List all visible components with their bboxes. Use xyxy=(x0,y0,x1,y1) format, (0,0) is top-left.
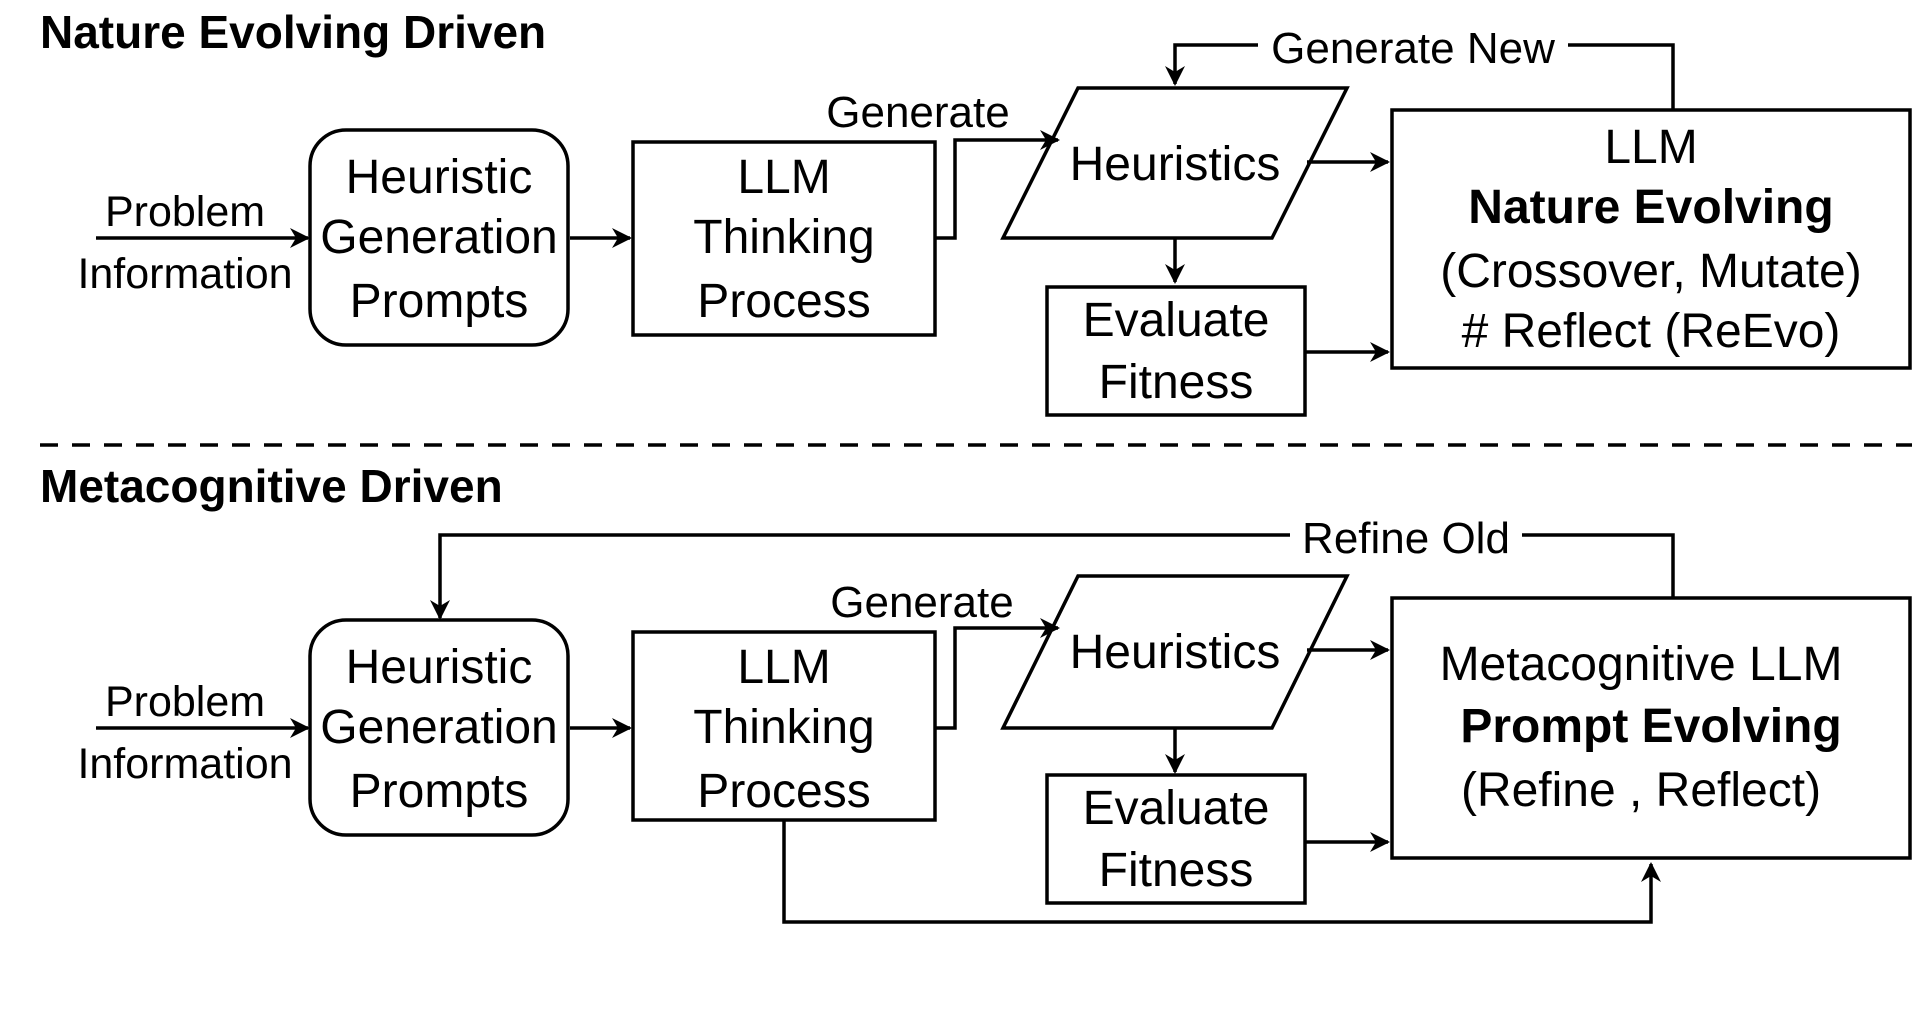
evolve-box-line2: Nature Evolving xyxy=(1468,181,1833,234)
metacognitive-panel: Metacognitive Driven Refine Old Problem … xyxy=(40,460,1912,924)
llm-box-line1: LLM xyxy=(737,151,830,204)
refine-old-loop-arrow xyxy=(430,533,1675,620)
prompts-box-line1: Heuristic xyxy=(346,151,533,204)
prompts-box-line2: Generation xyxy=(320,701,558,754)
evaluate-fitness-box xyxy=(1045,773,1307,905)
problem-information-label-line1: Problem xyxy=(105,678,265,726)
heuristics-label: Heuristics xyxy=(1070,138,1281,191)
heuristics-box xyxy=(1000,574,1350,730)
evolve-box-line2: Prompt Evolving xyxy=(1460,700,1841,753)
prompts-box-line3: Prompts xyxy=(350,275,529,328)
problem-information-label-line1: Problem xyxy=(105,188,265,236)
nature-evolving-heading: Nature Evolving Driven xyxy=(40,6,546,58)
nature-evolving-panel: Nature Evolving Driven Problem Informati… xyxy=(40,6,1912,417)
llm-box-line1: LLM xyxy=(737,641,830,694)
llm-box-line2: Thinking xyxy=(693,211,874,264)
generate-arrow xyxy=(935,618,1060,730)
evaluate-box-line2: Fitness xyxy=(1099,844,1254,897)
evaluate-box-line1: Evaluate xyxy=(1083,782,1270,835)
refine-old-label: Refine Old xyxy=(1302,514,1510,563)
evolve-box-line1: LLM xyxy=(1604,121,1697,174)
problem-information-label-line2: Information xyxy=(77,740,292,788)
prompts-box-line3: Prompts xyxy=(350,765,529,818)
evaluate-box-line2: Fitness xyxy=(1099,356,1254,409)
prompt-evolving-box xyxy=(1390,596,1912,860)
evolve-box-line1: Metacognitive LLM xyxy=(1440,638,1843,691)
llm-box-line2: Thinking xyxy=(693,701,874,754)
prompts-box-line2: Generation xyxy=(320,211,558,264)
evolve-box-line4: # Reflect (ReEvo) xyxy=(1462,305,1841,358)
heuristics-box xyxy=(1000,86,1350,240)
nature-evolving-box xyxy=(1390,108,1912,370)
problem-information-label-line2: Information xyxy=(77,250,292,298)
heuristics-label: Heuristics xyxy=(1070,626,1281,679)
generate-label: Generate xyxy=(826,88,1009,137)
evaluate-box-line1: Evaluate xyxy=(1083,294,1270,347)
generate-arrow xyxy=(935,130,1060,240)
evolve-box-line3: (Crossover, Mutate) xyxy=(1440,245,1861,298)
metacognitive-heading: Metacognitive Driven xyxy=(40,460,503,512)
thinking-to-evolve-arrow xyxy=(782,820,1661,924)
generate-label: Generate xyxy=(830,578,1013,627)
generate-new-label: Generate New xyxy=(1271,24,1555,73)
heuristic-generation-prompts-box xyxy=(308,128,570,347)
llm-box-line3: Process xyxy=(697,765,870,818)
prompts-box-line1: Heuristic xyxy=(346,641,533,694)
evolve-box-line3: (Refine , Reflect) xyxy=(1461,764,1821,817)
heuristic-generation-prompts-box xyxy=(308,618,570,837)
llm-box-line3: Process xyxy=(697,275,870,328)
